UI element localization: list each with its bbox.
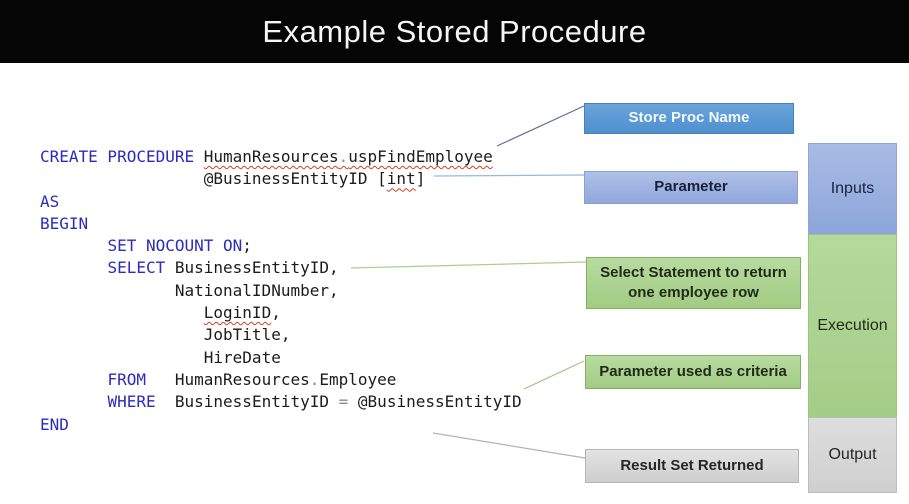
code-line: WHERE BusinessEntityID = @BusinessEntity… — [107, 392, 522, 412]
code-line: AS — [40, 191, 60, 211]
code-line: @BusinessEntityID [int] — [203, 169, 426, 189]
code-line: SELECT BusinessEntityID, — [107, 258, 339, 278]
code-line: SET NOCOUNT ON; — [107, 236, 252, 256]
sql-code-block: CREATE PROCEDURE HumanResources.uspFindE… — [40, 146, 522, 436]
title-bar: Example Stored Procedure — [0, 0, 909, 63]
phase-inputs-label: Inputs — [830, 180, 875, 197]
connector-parameter-criteria — [523, 360, 585, 390]
callout-parameter-label: Parameter — [654, 178, 728, 196]
callout-select-statement-line1: Select Statement to return — [600, 263, 787, 281]
code-line: NationalIDNumber, — [174, 280, 339, 300]
callout-select-statement: Select Statement to return one employee … — [586, 257, 801, 309]
code-line: HireDate — [203, 347, 281, 367]
connector-store-proc-name — [496, 105, 585, 147]
callout-parameter-criteria-label: Parameter used as criteria — [599, 362, 787, 380]
code-line: CREATE PROCEDURE HumanResources.uspFindE… — [40, 147, 493, 166]
callout-result-set: Result Set Returned — [585, 449, 799, 483]
callout-store-proc-name-label: Store Proc Name — [628, 109, 750, 127]
phase-inputs: Inputs — [808, 143, 897, 235]
callout-store-proc-name: Store Proc Name — [584, 103, 794, 134]
code-line: END — [40, 414, 69, 434]
connector-result-set — [432, 432, 586, 459]
code-line: BEGIN — [40, 213, 89, 233]
callout-parameter: Parameter — [584, 171, 798, 204]
phase-output-label: Output — [828, 446, 877, 463]
callout-parameter-criteria: Parameter used as criteria — [585, 355, 801, 389]
page-title: Example Stored Procedure — [262, 13, 647, 49]
callout-select-statement-line2: one employee row — [628, 284, 759, 301]
phase-execution-label: Execution — [817, 317, 888, 334]
code-line: FROM HumanResources.Employee — [107, 369, 397, 389]
phase-execution: Execution — [808, 234, 897, 418]
code-line: LoginID, — [203, 303, 281, 323]
phase-output: Output — [808, 417, 897, 493]
callout-result-set-label: Result Set Returned — [620, 456, 764, 474]
code-line: JobTitle, — [203, 325, 291, 345]
